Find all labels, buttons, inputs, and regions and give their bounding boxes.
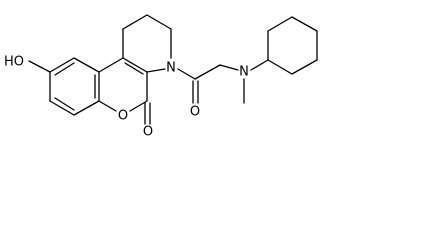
atom-label-ring-oxygen: O: [118, 109, 128, 124]
bond-n-co: [177, 68, 196, 80]
bond-co-ch2: [194, 64, 221, 80]
bond-cy-2: [267, 16, 293, 32]
atom-label-ring-nitrogen: N: [166, 61, 176, 76]
bond-c4-c4a: [122, 57, 148, 73]
bond-benzene-1-inner: [54, 62, 75, 76]
atom-label-hydroxyl: HO: [4, 55, 24, 70]
structure-diagram: HO O O N O N: [4, 14, 318, 140]
bond-n-c4a: [146, 68, 166, 73]
bond-o1-c8a: [98, 100, 117, 112]
bond-ch2-ch2-2: [146, 14, 172, 30]
atom-labels: HO O O N O N: [4, 55, 249, 140]
bond-cy-5: [291, 59, 318, 75]
bond-cy-3: [291, 16, 318, 32]
bond-ho-c9: [28, 60, 51, 73]
bonds: [28, 14, 318, 125]
bond-ch2-namine: [219, 64, 239, 71]
bond-c4-c4a-inner: [124, 62, 144, 75]
bond-ch2-ch2-1: [122, 14, 148, 30]
bond-benzene-5-inner: [54, 97, 75, 111]
bond-benzene-4: [73, 100, 100, 116]
bond-benzene-5: [49, 100, 75, 116]
bond-benzene-2: [73, 57, 100, 73]
atom-label-amide-oxygen: O: [190, 105, 200, 120]
atom-label-lactone-oxygen: O: [143, 125, 153, 140]
atom-label-amine-nitrogen: N: [239, 65, 249, 80]
bond-c5-o1: [129, 100, 148, 112]
bond-cy-6: [267, 59, 293, 75]
bond-benzene-1: [49, 57, 75, 73]
bond-namine-cy: [250, 59, 269, 71]
bond-c-c4: [98, 57, 124, 73]
